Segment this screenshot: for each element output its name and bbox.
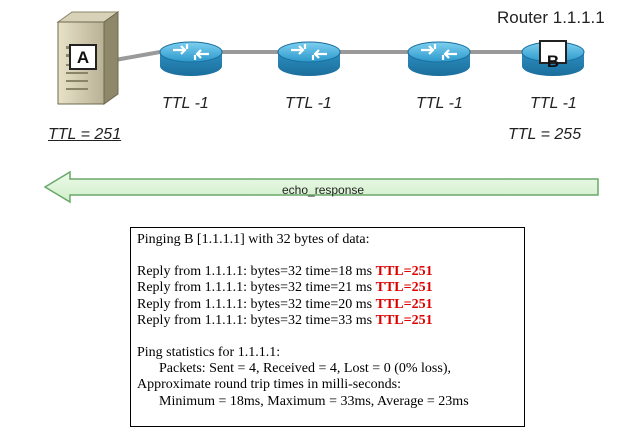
network-diagram: A B (43, 11, 599, 204)
ping-header: Pinging B [1.1.1.1] with 32 bytes of dat… (137, 232, 370, 247)
reply-line: Reply from 1.1.1.1: bytes=32 time=21 ms … (137, 280, 518, 296)
rtt-values: Minimum = 18ms, Maximum = 33ms, Average … (159, 393, 469, 409)
hop-ttl-label-1: TTL -1 (162, 95, 209, 112)
reply-line: Reply from 1.1.1.1: bytes=32 time=20 ms … (137, 297, 518, 313)
reply-ttl: TTL=251 (375, 296, 433, 312)
reply-ttl: TTL=251 (375, 264, 433, 280)
reply-ttl: TTL=251 (375, 280, 433, 296)
reply-text: Reply from 1.1.1.1: bytes=32 time=20 ms (137, 296, 376, 312)
host-b-badge (539, 40, 567, 64)
router-icon-b (521, 40, 585, 76)
host-a-server-icon (56, 11, 120, 105)
packets-stats: Packets: Sent = 4, Received = 4, Lost = … (159, 361, 451, 377)
hop-ttl-label-3: TTL -1 (416, 95, 463, 112)
reply-line: Reply from 1.1.1.1: bytes=32 time=18 ms … (137, 264, 518, 280)
stats-title: Ping statistics for 1.1.1.1: (137, 345, 281, 361)
router-address-label: Router 1.1.1.1 (497, 8, 605, 27)
router-icon-2 (277, 41, 341, 76)
reply-ttl: TTL=251 (375, 312, 433, 328)
hop-ttl-label-2: TTL -1 (285, 95, 332, 112)
rtt-title: Approximate round trip times in milli-se… (137, 377, 402, 393)
echo-response-arrow (43, 170, 599, 204)
router-icon-1 (159, 41, 223, 76)
ttl-at-b: TTL = 255 (508, 126, 582, 143)
host-a-label: A (77, 48, 89, 67)
reply-text: Reply from 1.1.1.1: bytes=32 time=33 ms (137, 312, 376, 328)
reply-line: Reply from 1.1.1.1: bytes=32 time=33 ms … (137, 313, 518, 329)
hop-ttl-label-4: TTL -1 (530, 95, 577, 112)
ping-console-output: Pinging B [1.1.1.1] with 32 bytes of dat… (130, 227, 525, 427)
reply-text: Reply from 1.1.1.1: bytes=32 time=18 ms (137, 264, 376, 280)
host-b-label: B (547, 52, 559, 71)
echo-response-label: echo_response (282, 183, 365, 197)
router-icon-3 (407, 41, 471, 76)
network-links (114, 50, 528, 62)
ttl-at-a: TTL = 251 (48, 126, 122, 143)
host-a-badge (69, 44, 97, 70)
reply-text: Reply from 1.1.1.1: bytes=32 time=21 ms (137, 280, 376, 296)
